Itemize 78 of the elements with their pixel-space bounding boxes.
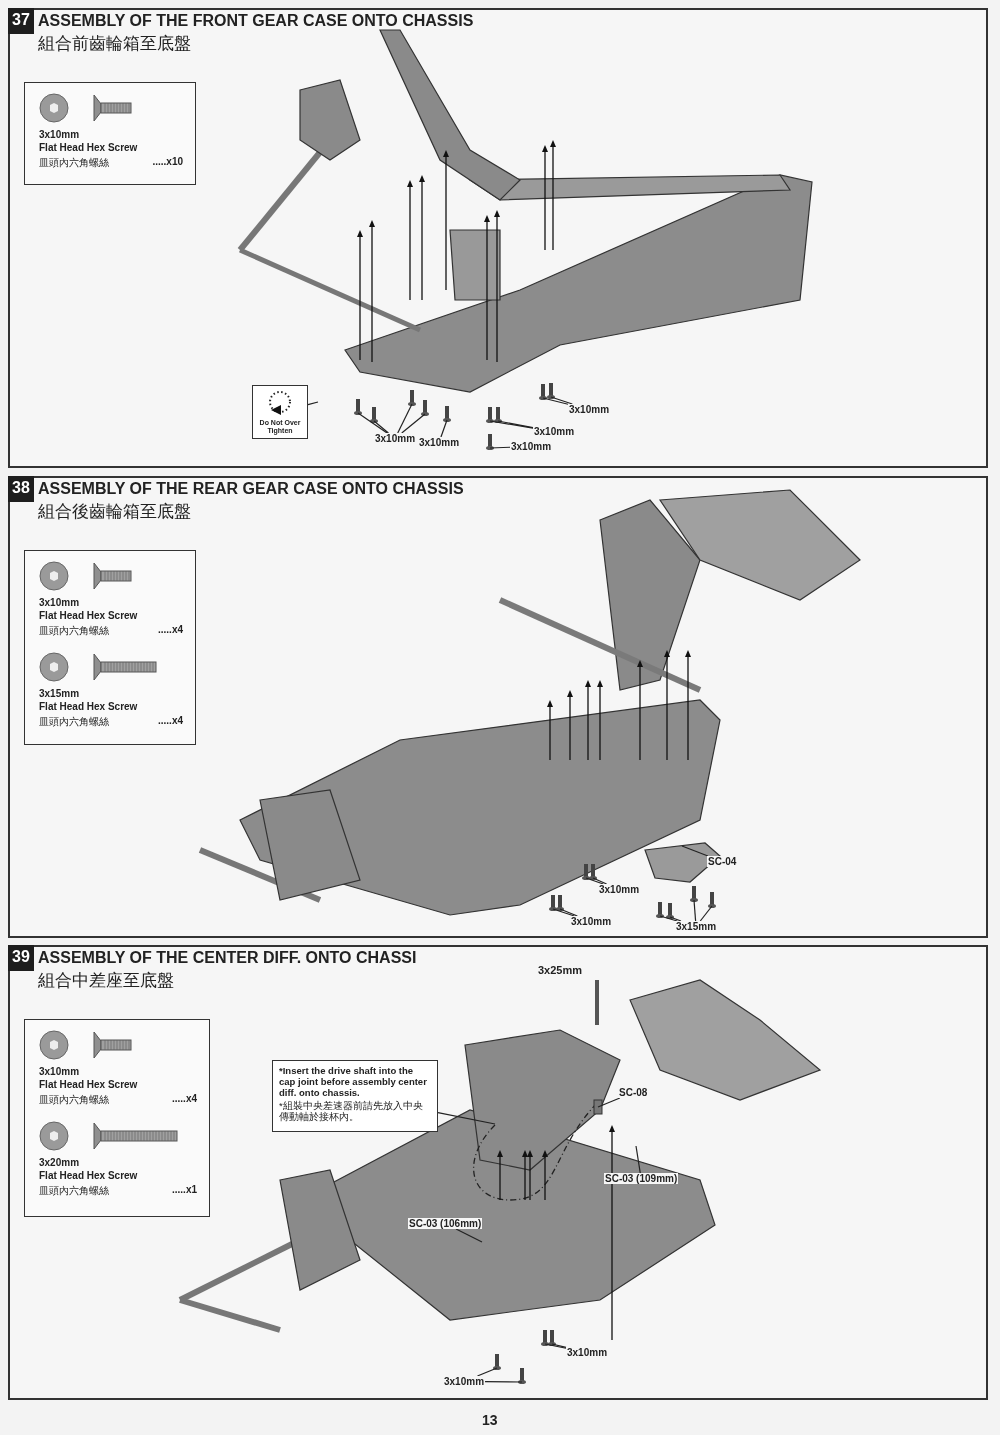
step-subtitle: 組合前齒輪箱至底盤 — [38, 33, 191, 55]
quantity: .....x1 — [172, 1184, 197, 1195]
parts-list-panel — [24, 82, 196, 185]
leader-line — [681, 845, 709, 857]
note-text: *Insert the drive shaft into the cap joint before assembly center diff. onto chassis. — [279, 1065, 428, 1098]
screw-size: 3x10mm — [39, 1066, 80, 1077]
screw-name: Flat Head Hex Screw — [39, 1170, 138, 1181]
screw-name: Flat Head Hex Screw — [39, 610, 138, 621]
part-label: 3x10mm — [568, 404, 611, 415]
part-label: 3x10mm — [418, 437, 461, 448]
step-number: 37 — [8, 8, 34, 34]
leader-line — [357, 412, 388, 434]
leader-line — [597, 1097, 621, 1108]
screw-name: Flat Head Hex Screw — [39, 1079, 138, 1090]
part-label: SC-03 (109mm) — [604, 1173, 679, 1184]
leader-line — [551, 1343, 567, 1348]
part-label: SC-04 — [707, 856, 738, 867]
part-label: 3x10mm — [374, 433, 417, 444]
part-label: 3x10mm — [566, 1347, 609, 1358]
leader-line — [476, 1367, 498, 1377]
quantity: .....x10 — [152, 156, 183, 167]
screw-name: Flat Head Hex Screw — [39, 701, 138, 712]
screw-size: 3x20mm — [39, 1157, 80, 1168]
step-title: ASSEMBLY OF THE CENTER DIFF. ONTO CHASSI — [38, 949, 417, 967]
step-number: 39 — [8, 945, 34, 971]
screw-name: Flat Head Hex Screw — [39, 142, 138, 153]
quantity: .....x4 — [158, 624, 183, 635]
screw-size: 3x10mm — [39, 129, 80, 140]
quantity: .....x4 — [158, 715, 183, 726]
part-label: 3x10mm — [533, 426, 576, 437]
step-subtitle: 組合後齒輪箱至底盤 — [38, 501, 191, 523]
screw-size: 3x10mm — [39, 597, 80, 608]
part-label: SC-08 — [618, 1087, 649, 1098]
step-title: ASSEMBLY OF THE FRONT GEAR CASE ONTO CHASSIS — [38, 12, 474, 30]
screw-name-chinese: 皿頭內六角螺絲 — [39, 156, 109, 170]
part-label: SC-03 (106mm) — [408, 1218, 483, 1229]
screw-size: 3x15mm — [39, 688, 80, 699]
leader-line — [699, 905, 713, 922]
leader-line — [373, 420, 389, 434]
part-label: 3x10mm — [598, 884, 641, 895]
leader-line — [693, 899, 697, 922]
screw-name-chinese: 皿頭內六角螺絲 — [39, 715, 109, 729]
leader-line — [550, 396, 573, 405]
step-title: ASSEMBLY OF THE REAR GEAR CASE ONTO CHASSIS — [38, 480, 464, 498]
part-label: 3x25mm — [538, 964, 583, 976]
screw-name-chinese: 皿頭內六角螺絲 — [39, 1093, 109, 1107]
leader-line — [542, 397, 569, 405]
leader-line — [592, 877, 608, 885]
leader-line — [401, 413, 426, 434]
leader-line — [552, 908, 575, 917]
parts-list-panel — [24, 1019, 210, 1217]
leader-line — [440, 419, 448, 438]
parts-list-panel — [24, 550, 196, 745]
part-label: 3x10mm — [443, 1376, 486, 1387]
leader-line — [455, 1228, 483, 1243]
note-text-chinese: *組裝中央差速器前請先放入中央傳動軸於接杯內。 — [279, 1100, 424, 1122]
screw-name-chinese: 皿頭內六角螺絲 — [39, 1184, 109, 1198]
leader-line — [585, 877, 604, 885]
screw-name-chinese: 皿頭內六角螺絲 — [39, 624, 109, 638]
step-subtitle: 組合中差座至底盤 — [38, 970, 174, 992]
leader-line — [544, 1343, 567, 1349]
leader-line — [659, 915, 678, 922]
leader-line — [559, 908, 578, 917]
leader-line — [397, 403, 413, 434]
leader-line — [669, 916, 682, 922]
part-label: 3x15mm — [675, 921, 718, 932]
note-callout — [272, 1060, 438, 1132]
leader-line — [635, 1145, 641, 1174]
leader-line — [489, 446, 511, 449]
leader-line — [489, 420, 534, 429]
step-number: 38 — [8, 476, 34, 502]
quantity: .....x4 — [172, 1093, 197, 1104]
part-label: 3x10mm — [510, 441, 553, 452]
leader-line — [484, 1381, 523, 1383]
leader-line — [497, 420, 534, 429]
warning-callout — [252, 385, 308, 439]
page-number: 13 — [482, 1412, 498, 1428]
part-label: 3x10mm — [570, 916, 613, 927]
